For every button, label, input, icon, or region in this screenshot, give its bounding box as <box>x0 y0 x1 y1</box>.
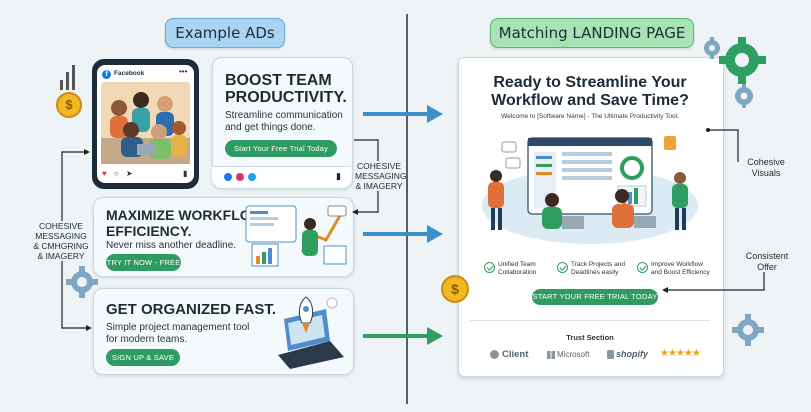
ad2-body: Never miss another deadline. <box>106 240 237 251</box>
feature-check-icon <box>557 262 568 273</box>
ad-card-organized: GET ORGANIZED FAST. Simple project manag… <box>93 288 354 375</box>
ad2-title-line2: EFFICIENCY. <box>106 223 192 239</box>
landing-subline: Welcome to [Software Name] - The Ultimat… <box>501 113 679 120</box>
trust-section-title: Trust Section <box>566 333 614 342</box>
like-icon[interactable]: ♥ <box>102 169 107 178</box>
feature-check-icon <box>484 262 495 273</box>
ad3-body-line2: for modern teams. <box>106 334 188 345</box>
arrow-blue-2 <box>363 225 443 243</box>
ad1-body-line1: Streamline communication <box>225 110 343 121</box>
mid-cohesive-label: COHESIVE MESSAGING & IMAGERY <box>355 161 407 191</box>
left-header: Example ADs <box>165 18 285 48</box>
right-connector-offer <box>662 272 765 293</box>
ad1-title-line2: PRODUCTIVITY. <box>225 89 347 106</box>
gear-icon <box>704 37 766 108</box>
ad2-cta-button[interactable]: TRY IT NOW - FREE <box>106 254 181 271</box>
landing-hero-illustration <box>482 136 698 244</box>
bar-chart-icon <box>60 65 75 90</box>
microsoft-logo: Microsoft <box>557 350 590 359</box>
phone-mockup: f Facebook ••• ♥ ○ ➤ ▮ <box>92 59 199 189</box>
facebook-icon: f <box>102 70 111 79</box>
bookmark-icon[interactable]: ▮ <box>336 171 341 181</box>
gear-icon <box>66 266 98 298</box>
client-logo-icon <box>490 350 499 359</box>
feature-check-icon <box>637 262 648 273</box>
bookmark-icon[interactable]: ▮ <box>183 169 188 178</box>
landing-divider <box>470 320 710 321</box>
right-connector-visuals <box>706 128 739 162</box>
ad-card-maximize: MAXIMIZE WORKFLOW EFFICIENCY. Never miss… <box>93 197 354 277</box>
ad3-title: GET ORGANIZED FAST. <box>106 301 277 318</box>
shopify-logo-icon <box>607 350 614 359</box>
ad3-cta-button[interactable]: SIGN UP & SAVE <box>106 349 180 366</box>
team-illustration <box>101 82 190 164</box>
laptop-rocket-illustration <box>278 296 344 369</box>
center-divider <box>406 14 408 404</box>
microsoft-logo-icon <box>547 351 555 359</box>
right-header: Matching LANDING PAGE <box>490 18 694 48</box>
left-cohesive-label: COHESIVE MESSAGING & CMHGRING & IMAGERY <box>30 221 92 261</box>
landing-cta-button[interactable]: START YOUR FREE TRIAL TODAY <box>532 289 658 305</box>
comment-icon[interactable]: ○ <box>114 169 119 178</box>
arrows <box>363 105 443 345</box>
shopify-logo: shopify <box>616 349 649 359</box>
landing-headline-line2: Workflow and Save Time? <box>491 92 689 109</box>
twitter-icon[interactable] <box>248 173 256 181</box>
arrow-green <box>363 327 443 345</box>
arrow-blue-1 <box>363 105 443 123</box>
ad2-title-line1: MAXIMIZE WORKFLOW <box>106 207 264 223</box>
ad1-body-line2: and get things done. <box>225 122 316 133</box>
social-brand: Facebook <box>114 70 145 77</box>
rating-stars: ★★★★★ <box>660 348 701 359</box>
instagram-icon[interactable] <box>236 173 244 181</box>
facebook-icon[interactable] <box>224 173 232 181</box>
gear-icon <box>732 314 764 346</box>
landing-headline-line1: Ready to Streamline Your <box>493 74 687 91</box>
ad3-body-line1: Simple project management tool <box>106 322 250 333</box>
ad1-title-line1: BOOST TEAM <box>225 72 332 89</box>
more-icon: ••• <box>179 67 188 76</box>
coin-icon: $ <box>56 92 82 118</box>
ad1-cta-button[interactable]: Start Your Free Trial Today <box>225 140 337 157</box>
workflow-illustration <box>245 205 347 267</box>
coin-icon: $ <box>441 275 469 303</box>
client-logo: Client <box>502 349 529 360</box>
share-icon[interactable]: ➤ <box>126 169 133 178</box>
ad1-social-strip: ▮ <box>212 166 351 188</box>
